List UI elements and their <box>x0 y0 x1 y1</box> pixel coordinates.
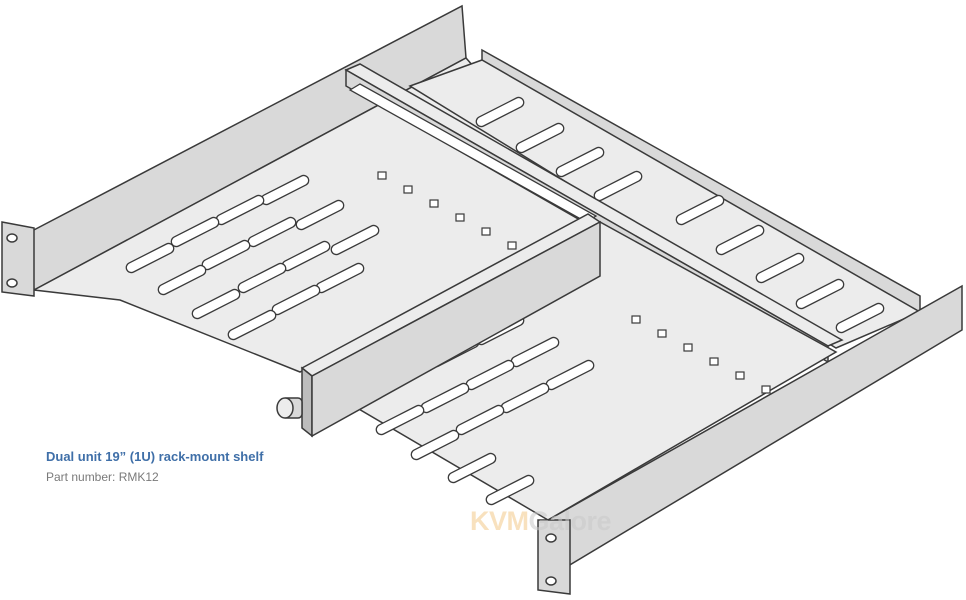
front-divider-side <box>311 220 601 438</box>
center-divider-handle <box>348 83 598 223</box>
left-ear-hole-bottom <box>6 278 18 288</box>
product-title: Dual unit 19” (1U) rack-mount shelf <box>46 449 264 464</box>
brand-watermark: KVMGalore <box>470 506 612 537</box>
watermark-galore: Galore <box>528 506 612 536</box>
right-ear-hole-bottom <box>545 576 557 586</box>
front-divider-face <box>301 366 313 438</box>
left-ear-hole-top <box>6 233 18 243</box>
part-number: Part number: RMK12 <box>46 470 159 484</box>
thumb-screw <box>276 397 303 419</box>
right-tray-square-vents <box>631 315 771 394</box>
right-ear-hole-top <box>545 533 557 543</box>
left-tray-square-vents <box>377 171 517 250</box>
watermark-kvm: KVM <box>470 506 529 536</box>
